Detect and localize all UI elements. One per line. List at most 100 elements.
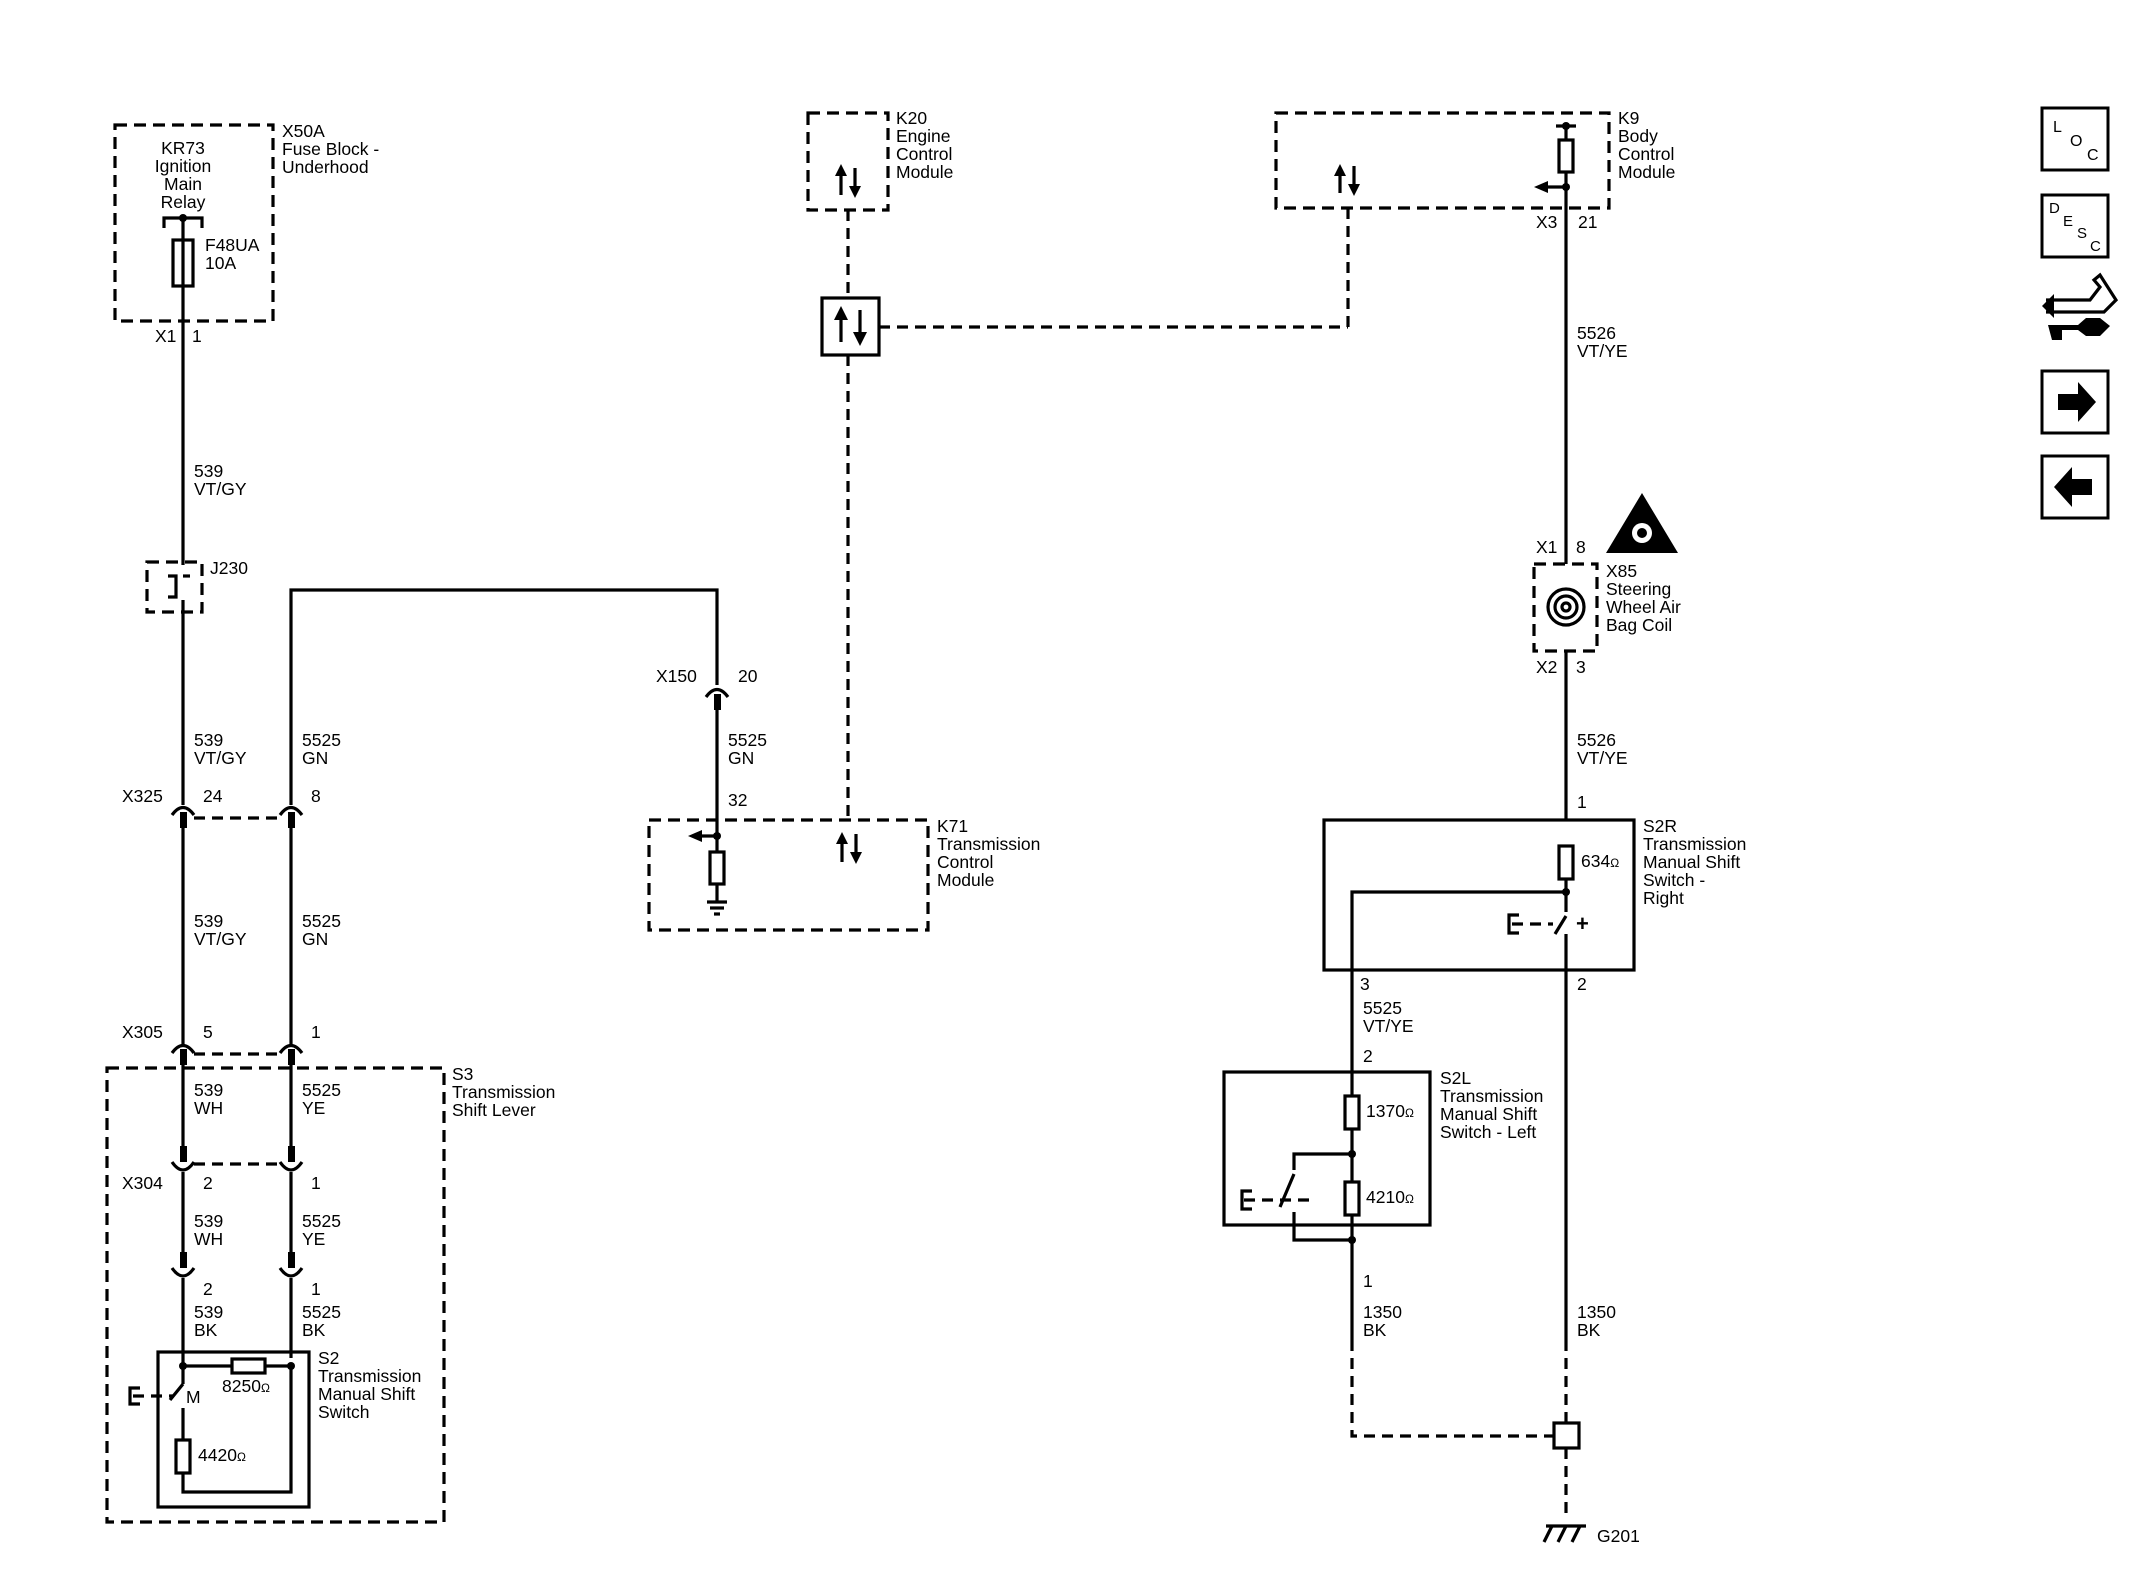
wire-539-label-3: 539 — [194, 911, 223, 931]
wire-1350-right-color: BK — [1577, 1320, 1601, 1340]
s2-pin-b: 1 — [311, 1279, 321, 1299]
wire-5525-label: 5525 — [302, 730, 341, 750]
s2-res2-value: 4420Ω — [198, 1445, 246, 1465]
k71-bidirectional-icon — [836, 832, 862, 864]
wire-1350-left-color: BK — [1363, 1320, 1387, 1340]
k71-line3: Module — [937, 870, 994, 890]
g201-id: G201 — [1597, 1526, 1640, 1546]
s2r-line1: Transmission — [1643, 834, 1746, 854]
k71-transmission-control-module: K71 Transmission Control Module — [647, 816, 1040, 932]
x85-x1-pin: 8 — [1576, 537, 1586, 557]
desc-e: E — [2063, 213, 2073, 230]
desc-button[interactable]: D E S C — [2040, 193, 2110, 259]
x1-name: X1 — [155, 326, 176, 346]
wire-5525-ye-label-2: 5525 — [302, 1211, 341, 1231]
wire-5525-ye-label: 5525 — [302, 1080, 341, 1100]
k9-line3: Module — [1618, 162, 1675, 182]
wire-539-label: 539 — [194, 461, 223, 481]
arrow-left-icon — [2054, 467, 2092, 507]
x85-line3: Bag Coil — [1606, 615, 1672, 635]
x150-pin: 20 — [738, 666, 758, 686]
wire-539-color-2: VT/GY — [194, 748, 247, 768]
s2-line3: Switch — [318, 1402, 370, 1422]
loc-c: C — [2087, 147, 2099, 164]
loc-button[interactable]: L O C — [2040, 106, 2110, 172]
s3-shift-lever: S3 Transmission Shift Lever — [105, 1064, 555, 1524]
wire-5525-color-2: GN — [302, 929, 328, 949]
k71-line1: Transmission — [937, 834, 1040, 854]
wire-5525-label-3: 5525 — [728, 730, 767, 750]
wire-539-color: VT/GY — [194, 479, 247, 499]
x50a-fuse-block: X50A Fuse Block - Underhood KR73 Ignitio… — [113, 121, 379, 323]
x325-pin-a: 24 — [203, 786, 223, 806]
wire-539-wh-label: 539 — [194, 1080, 223, 1100]
arrow-right-icon — [2058, 382, 2096, 422]
k20-line3: Module — [896, 162, 953, 182]
kr73-line4: Relay — [161, 192, 206, 212]
loc-o: O — [2070, 133, 2082, 150]
x50a-line2: Underhood — [282, 157, 369, 177]
s2r-pin-out-left: 3 — [1360, 974, 1370, 994]
ground-splice — [1552, 1421, 1581, 1450]
x3-pin: 21 — [1578, 212, 1597, 232]
arrow-left-button[interactable] — [2040, 454, 2110, 520]
wire-5525-bk-color: BK — [302, 1320, 326, 1340]
k71-line2: Control — [937, 852, 993, 872]
wire-1350-left-label: 1350 — [1363, 1302, 1402, 1322]
serial-data-gateway — [820, 296, 881, 357]
k20-bidirectional-icon — [835, 164, 861, 198]
s2l-line3: Switch - Left — [1440, 1122, 1536, 1142]
wire-5525-label-2: 5525 — [302, 911, 341, 931]
s2r-line4: Right — [1643, 888, 1684, 908]
s2l-id: S2L — [1440, 1068, 1471, 1088]
k9-line2: Control — [1618, 144, 1674, 164]
s2r-id: S2R — [1643, 816, 1677, 836]
wire-5526-label: 5526 — [1577, 323, 1616, 343]
k20-line1: Engine — [896, 126, 951, 146]
wire-539-bk-color: BK — [194, 1320, 218, 1340]
wire-539-wh-label-2: 539 — [194, 1211, 223, 1231]
x3-name: X3 — [1536, 212, 1557, 232]
connector-wrench-icon[interactable] — [2042, 272, 2119, 340]
kr73-line2: Ignition — [155, 156, 211, 176]
s2l-pin-bottom: 1 — [1363, 1271, 1373, 1291]
x85-x2-name: X2 — [1536, 657, 1557, 677]
x304-connector: X304 2 1 — [122, 1146, 321, 1193]
x305-pin-a: 5 — [203, 1022, 213, 1042]
f48ua-line2: 10A — [205, 253, 236, 273]
s2l-manual-shift-switch-left: S2L Transmission Manual Shift Switch - L… — [1222, 1068, 1543, 1244]
airbag-warning-icon — [1606, 493, 1678, 553]
s2r-switch-mark: + — [1576, 911, 1589, 936]
k20-line2: Control — [896, 144, 952, 164]
x304-pin-b: 1 — [311, 1173, 321, 1193]
s2r-line3: Switch - — [1643, 870, 1705, 890]
s2-switch-mark: M — [186, 1387, 201, 1407]
f48ua-line1: F48UA — [205, 235, 260, 255]
x325-pin-b: 8 — [311, 786, 321, 806]
s2l-line1: Transmission — [1440, 1086, 1543, 1106]
x325-connector: X325 24 8 — [122, 786, 321, 828]
j230-id: J230 — [210, 558, 248, 578]
k71-pin: 32 — [728, 790, 747, 810]
x85-line2: Wheel Air — [1606, 597, 1681, 617]
x305-connector: X305 5 1 — [122, 1022, 321, 1065]
wire-5525-color: GN — [302, 748, 328, 768]
wire-539-bk-label: 539 — [194, 1302, 223, 1322]
s2l-line2: Manual Shift — [1440, 1104, 1537, 1124]
s2-pin-a: 2 — [203, 1279, 213, 1299]
x304-pin-a: 2 — [203, 1173, 213, 1193]
wire-5526-color-2: VT/YE — [1577, 748, 1628, 768]
s2r-pin-in: 1 — [1577, 792, 1587, 812]
x85-x2-pin: 3 — [1576, 657, 1586, 677]
s2l-res2-value: 4210Ω — [1366, 1187, 1414, 1207]
x304-name: X304 — [122, 1173, 163, 1193]
s2l-pin-top: 2 — [1363, 1046, 1373, 1066]
s2r-res-value: 634Ω — [1581, 851, 1619, 871]
k9-id: K9 — [1618, 108, 1639, 128]
k71-pulldown-resistor — [708, 850, 726, 886]
resistor-4210 — [1343, 1180, 1361, 1217]
desc-c: C — [2090, 238, 2101, 255]
arrow-right-button[interactable] — [2040, 369, 2110, 435]
x50a-id: X50A — [282, 121, 325, 141]
